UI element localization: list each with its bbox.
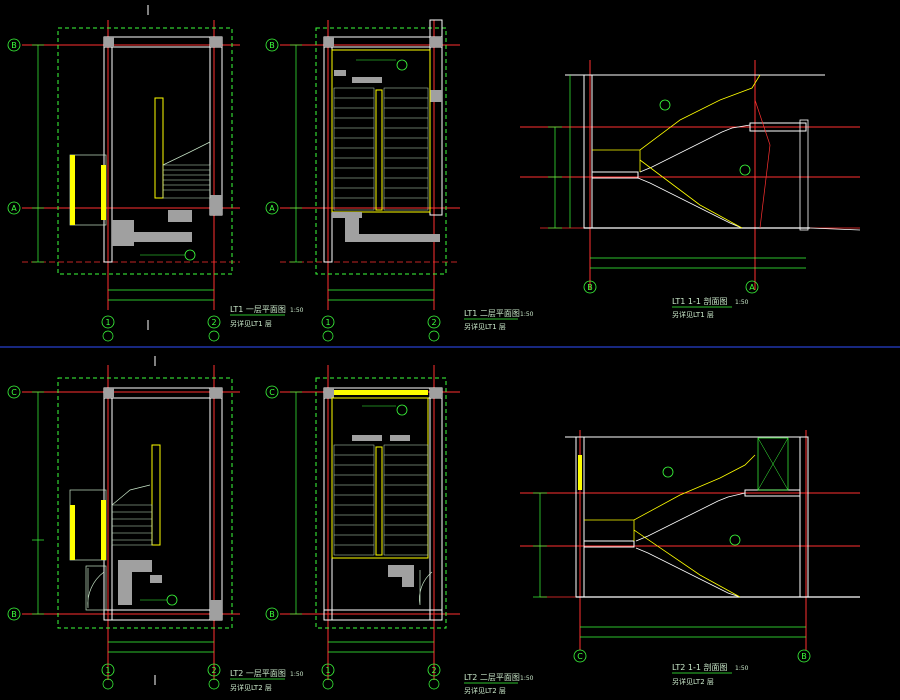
grid-label-2-top-mid: 2 <box>431 318 436 327</box>
grid-label-1-bottom-left: 1 <box>105 666 110 675</box>
grid-label-c-bottom-mid: C <box>269 388 275 397</box>
note-lt1-second-floor: 另详见LT1 层 <box>464 322 506 331</box>
title-lt2-first-floor: LT2 一层平面图 <box>230 669 286 678</box>
scale-lt2-second-floor: 1:50 <box>520 675 534 682</box>
note-lt1-first-floor: 另详见LT1 层 <box>230 319 272 328</box>
scale-lt2-section: 1:50 <box>735 665 749 672</box>
scale-lt1-second-floor: 1:50 <box>520 311 534 318</box>
grid-label-2-bottom-mid: 2 <box>431 666 436 675</box>
title-lt2-second-floor: LT2 二层平面图 <box>464 673 520 682</box>
grid-label-b-top-section: B <box>587 283 593 292</box>
scale-lt2-first-floor: 1:50 <box>290 671 304 678</box>
plan-lt1-second-floor: B A 1 2 LT1 二层平面图 1:50 另详见LT1 层 <box>265 19 534 342</box>
grid-label-c-bottom-left: C <box>11 388 17 397</box>
title-lt1-first-floor: LT1 一层平面图 <box>230 305 286 314</box>
grid-label-b-bottom-left: B <box>11 610 17 619</box>
grid-label-c-bottom-section: C <box>577 652 583 661</box>
plan-lt2-second-floor: C B 1 2 LT2 二层平面图 1:50 另详见LT2 层 <box>265 365 534 695</box>
plan-lt1-first-floor: B A 1 2 LT1 一层平面图 1:50 另详见LT1 层 <box>7 5 304 342</box>
grid-label-2-bottom-left: 2 <box>211 666 216 675</box>
title-lt1-second-floor: LT1 二层平面图 <box>464 309 520 318</box>
grid-label-1-top-mid: 1 <box>325 318 330 327</box>
grid-label-2-top-left: 2 <box>211 318 216 327</box>
note-lt2-first-floor: 另详见LT2 层 <box>230 683 272 692</box>
scale-lt1-section: 1:50 <box>735 299 749 306</box>
grid-label-b-bottom-mid: B <box>269 610 275 619</box>
grid-label-1-bottom-mid: 1 <box>325 666 330 675</box>
grid-label-b-top-left: B <box>11 41 17 50</box>
grid-label-1-top-left: 1 <box>105 318 110 327</box>
section-lt2-1-1: C B LT2 1-1 剖面图 1:50 另详见LT2 层 <box>520 430 860 686</box>
scale-lt1-first-floor: 1:50 <box>290 307 304 314</box>
grid-label-a-top-section: A <box>749 283 755 292</box>
plan-lt2-first-floor: C B 1 2 LT2 一层平面图 1:50 另详见LT2 层 <box>7 356 304 692</box>
grid-label-a-top-mid: A <box>269 204 275 213</box>
grid-label-a-top-left: A <box>11 204 17 213</box>
title-lt2-section: LT2 1-1 剖面图 <box>672 662 727 672</box>
note-lt1-section: 另详见LT1 层 <box>672 310 714 319</box>
grid-label-b-top-mid: B <box>269 41 275 50</box>
note-lt2-second-floor: 另详见LT2 层 <box>464 686 506 695</box>
note-lt2-section: 另详见LT2 层 <box>672 677 714 686</box>
grid-label-b-bottom-section: B <box>801 652 807 661</box>
section-lt1-1-1: B A LT1 1-1 剖面图 1:50 另详见LT1 层 <box>520 60 861 319</box>
title-lt1-section: LT1 1-1 剖面图 <box>672 296 727 306</box>
